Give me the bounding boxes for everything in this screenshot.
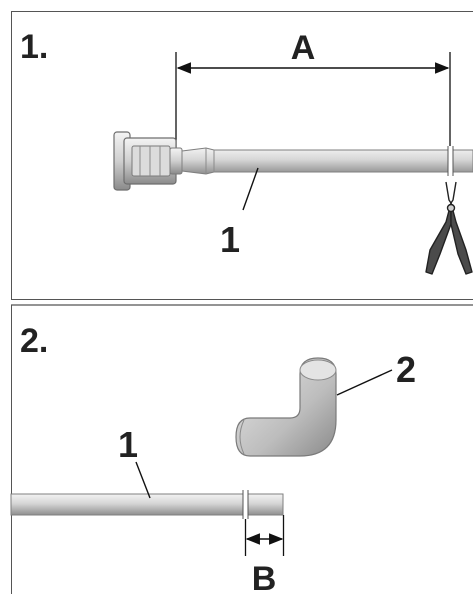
panel-2: [11, 304, 473, 594]
elbow-fitting: [235, 357, 337, 457]
tube-1: [181, 146, 473, 176]
dimension-b-label: B: [252, 560, 277, 594]
callout-2: 2: [336, 349, 416, 396]
dimension-a-label: A: [291, 29, 316, 67]
tube-cut-gap: [243, 490, 248, 519]
leader-line: [336, 369, 393, 396]
dimension-a: A: [175, 29, 451, 150]
dimension-b: B: [244, 515, 285, 594]
tube-1-cut: [10, 490, 284, 519]
callout-2-label: 2: [396, 349, 416, 390]
side-cutter-pliers-icon: [425, 181, 473, 275]
callout-1-panel-1: 1: [220, 167, 259, 260]
callout-1-panel-2: 1: [118, 424, 151, 499]
leader-line: [135, 461, 151, 499]
connector-fitting: [113, 131, 183, 191]
callout-1-label: 1: [118, 424, 138, 465]
callout-1-label: 1: [220, 219, 240, 260]
tube-1-cut-mark: [448, 146, 453, 176]
step-2-number: 2.: [20, 322, 48, 360]
step-1-number: 1.: [20, 28, 48, 66]
leader-line: [242, 167, 259, 211]
